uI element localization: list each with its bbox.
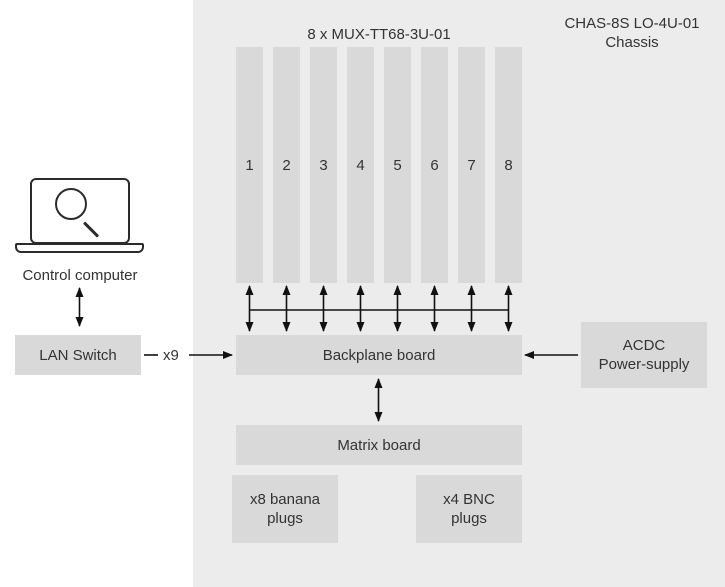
mux-slot-1: 1 <box>236 47 263 283</box>
mux-slot-label: 6 <box>430 156 439 174</box>
mux-slot-label: 7 <box>467 156 476 174</box>
mux-slot-label: 4 <box>356 156 365 174</box>
bnc-plugs-label-line2: plugs <box>451 510 487 527</box>
banana-plugs: x8 banana plugs <box>232 475 338 543</box>
power-supply-label-line2: Power-supply <box>598 356 690 373</box>
chassis-label-line1: CHAS-8S LO-4U-01 <box>564 15 700 32</box>
mux-slot-label: 8 <box>504 156 513 174</box>
mux-slot-2: 2 <box>273 47 300 283</box>
mux-slot-7: 7 <box>458 47 485 283</box>
lan-switch: LAN Switch <box>15 335 141 375</box>
control-computer-label: Control computer <box>22 267 138 284</box>
mux-slot-4: 4 <box>347 47 374 283</box>
mux-slot-3: 3 <box>310 47 337 283</box>
power-supply: ACDC Power-supply <box>581 322 707 388</box>
lan-link-label: x9 <box>163 347 179 364</box>
mux-slot-6: 6 <box>421 47 448 283</box>
mux-title: 8 x MUX-TT68-3U-01 <box>307 26 451 43</box>
mux-slot-label: 2 <box>282 156 291 174</box>
mux-slot-label: 5 <box>393 156 402 174</box>
chassis-label: CHAS-8S LO-4U-01 Chassis <box>548 14 716 52</box>
magnifier-lens <box>55 188 87 220</box>
banana-plugs-label-line2: plugs <box>267 510 303 527</box>
mux-slot-label: 3 <box>319 156 328 174</box>
backplane-board: Backplane board <box>236 335 522 375</box>
matrix-board: Matrix board <box>236 425 522 465</box>
laptop-base <box>15 243 144 253</box>
mux-slot-label: 1 <box>245 156 254 174</box>
mux-slot-8: 8 <box>495 47 522 283</box>
bnc-plugs: x4 BNC plugs <box>416 475 522 543</box>
power-supply-label-line1: ACDC <box>622 337 666 354</box>
matrix-board-label: Matrix board <box>337 436 421 454</box>
chassis-label-line2: Chassis <box>605 34 659 51</box>
bnc-plugs-label-line1: x4 BNC <box>443 491 495 508</box>
lan-switch-label: LAN Switch <box>39 346 117 364</box>
mux-slot-5: 5 <box>384 47 411 283</box>
banana-plugs-label-line1: x8 banana <box>249 491 321 508</box>
backplane-board-label: Backplane board <box>322 346 436 364</box>
